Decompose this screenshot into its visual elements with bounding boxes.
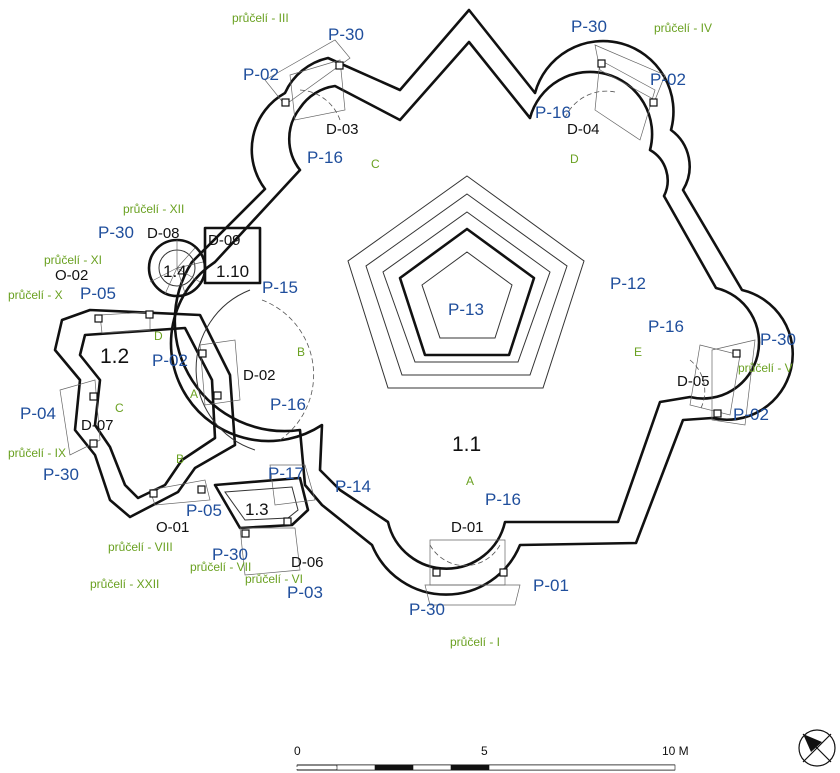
opening-label: O-02 (55, 267, 88, 284)
element-label: P-02 (733, 405, 769, 424)
wall-posts (89, 59, 741, 577)
facade-label: průčelí - XII (123, 202, 184, 216)
element-label: P-05 (80, 284, 116, 303)
pentagon-outer (347, 175, 585, 389)
element-label: P-16 (485, 490, 521, 509)
west-bay-arc-dashed (261, 299, 314, 441)
facade-label: průčelí - XI (44, 253, 102, 267)
element-label: P-16 (307, 148, 343, 167)
facade-label: průčelí - VIII (108, 540, 173, 554)
section-letter: D (570, 152, 579, 166)
scale-label-10: 10 M (662, 744, 689, 758)
section-letter: A (190, 387, 198, 401)
annex-1-2-outer-wall (53, 308, 237, 519)
pentagon-inner (421, 251, 513, 339)
opening-label: D-05 (677, 373, 710, 390)
main-building-outer-wall (173, 8, 795, 596)
element-label: P-30 (571, 17, 607, 36)
room-label: 1.3 (245, 500, 269, 519)
west-bay-arc (195, 289, 256, 451)
room-label: 1.2 (100, 345, 129, 368)
element-label: P-30 (760, 330, 796, 349)
element-label: P-30 (98, 223, 134, 242)
element-label: P-15 (262, 278, 298, 297)
room-label: 1.10 (216, 262, 249, 281)
element-label: P-04 (20, 404, 56, 423)
element-label: P-02 (243, 65, 279, 84)
scale-label-5: 5 (481, 744, 488, 758)
element-label: P-05 (186, 501, 222, 520)
opening-label: D-08 (147, 225, 180, 242)
pentagon-ring-2 (365, 193, 568, 376)
stair-spiral (149, 240, 204, 295)
section-letter: B (176, 452, 184, 466)
room-label: 1.4 (163, 262, 187, 281)
section-letter: B (297, 345, 305, 359)
element-label: P-02 (152, 351, 188, 370)
opening-label: D-03 (326, 121, 359, 138)
opening-label: D-02 (243, 367, 276, 384)
element-label: P-13 (448, 300, 484, 319)
element-label: P-02 (650, 70, 686, 89)
element-label: P-14 (335, 477, 371, 496)
opening-label: D-06 (291, 554, 324, 571)
annex-1-2-inner-wall (78, 326, 217, 500)
opening-label: D-01 (451, 519, 484, 536)
element-label: P-16 (535, 103, 571, 122)
facade-label: průčelí - I (450, 635, 500, 649)
facade-label: průčelí - V (738, 361, 793, 375)
opening-label: D-07 (81, 417, 114, 434)
annex-1-3-inner (224, 486, 299, 521)
facade-label: průčelí - IV (654, 21, 712, 35)
facade-label: průčelí - XXII (90, 577, 159, 591)
pentagon-wall (398, 227, 536, 357)
element-label: P-03 (287, 583, 323, 602)
facade-label: průčelí - VII (190, 560, 251, 574)
section-letter: E (634, 345, 642, 359)
element-label: P-01 (533, 576, 569, 595)
element-label: P-17 (268, 464, 304, 483)
element-label: P-30 (212, 545, 248, 564)
room-1-10-box (203, 226, 262, 285)
scale-bar: 0 5 10 M (294, 744, 689, 771)
north-arrow-icon (798, 729, 836, 767)
section-letter: C (371, 157, 380, 171)
facade-label: průčelí - III (232, 11, 289, 25)
annex-1-3-wall (213, 476, 310, 530)
room-label: 1.1 (452, 433, 481, 456)
main-building-inner-wall (169, 40, 761, 570)
opening-label: D-04 (567, 121, 600, 138)
facade-label: průčelí - VI (245, 572, 303, 586)
element-label: P-16 (270, 395, 306, 414)
element-label: P-30 (328, 25, 364, 44)
facade-label: průčelí - IX (8, 446, 66, 460)
element-label: P-30 (43, 465, 79, 484)
opening-label: O-01 (156, 519, 189, 536)
pentagon-ring-3 (382, 211, 551, 363)
element-label: P-12 (610, 274, 646, 293)
section-letter: C (115, 401, 124, 415)
element-label: P-30 (409, 600, 445, 619)
section-letter: D (154, 329, 163, 343)
element-label: P-16 (648, 317, 684, 336)
section-letter: A (466, 474, 474, 488)
facade-label: průčelí - X (8, 288, 63, 302)
opening-label: D-09 (208, 232, 241, 249)
scale-label-0: 0 (294, 744, 301, 758)
